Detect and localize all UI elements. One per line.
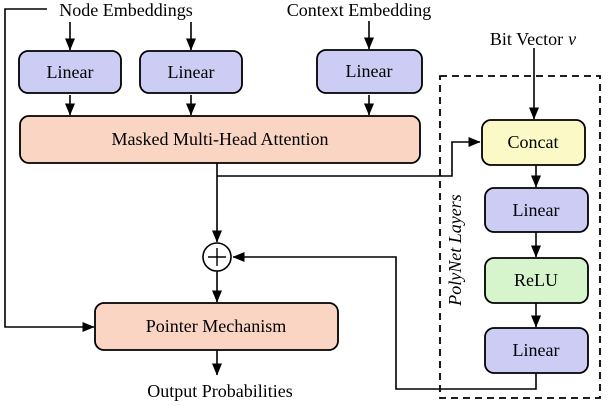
relu-label: ReLU (514, 270, 558, 290)
box-polynet-linear-2: Linear (484, 327, 589, 374)
box-masked-multi-head-attention: Masked Multi-Head Attention (19, 115, 421, 164)
polynet-layers-label: PolyNet Layers (445, 194, 465, 306)
box-pointer-mechanism: Pointer Mechanism (94, 302, 339, 351)
concat-box (481, 119, 586, 166)
node-embeddings-feedback-wire (4, 8, 95, 332)
box-linear-2: Linear (139, 50, 243, 94)
linear2-label: Linear (168, 62, 215, 82)
box-relu: ReLU (484, 257, 589, 304)
polynet-linear2-box (484, 327, 589, 374)
output-probabilities-label: Output Probabilities (147, 381, 293, 401)
box-polynet-linear-1: Linear (484, 187, 589, 233)
polynet-linear1-label: Linear (513, 200, 560, 220)
linear3-label: Linear (346, 61, 393, 81)
pointer-label: Pointer Mechanism (146, 316, 286, 336)
polynet-linear2-label: Linear (513, 340, 560, 360)
relu-box (484, 257, 589, 304)
mmha-box (19, 115, 421, 164)
box-linear-3: Linear (316, 49, 423, 94)
polynet-linear1-box (484, 187, 589, 233)
arrow-polynet-to-add (232, 252, 537, 390)
bit-vector-text: Bit Vector (490, 29, 563, 49)
context-embedding-label: Context Embedding (287, 0, 431, 20)
linear1-label: Linear (47, 62, 94, 82)
add-circle-icon (202, 242, 232, 272)
node-embeddings-label: Node Embeddings (59, 0, 192, 20)
bit-vector-symbol: v (568, 29, 576, 49)
plus-icon (208, 248, 226, 266)
box-concat: Concat (481, 119, 586, 166)
linear1-box (18, 50, 122, 94)
box-linear-1: Linear (18, 50, 122, 94)
linear3-box (316, 49, 423, 94)
pointer-box (94, 302, 339, 351)
arrow-attention-to-concat (217, 137, 481, 177)
mmha-label: Masked Multi-Head Attention (112, 129, 329, 149)
concat-label: Concat (508, 132, 559, 152)
linear2-box (139, 50, 243, 94)
